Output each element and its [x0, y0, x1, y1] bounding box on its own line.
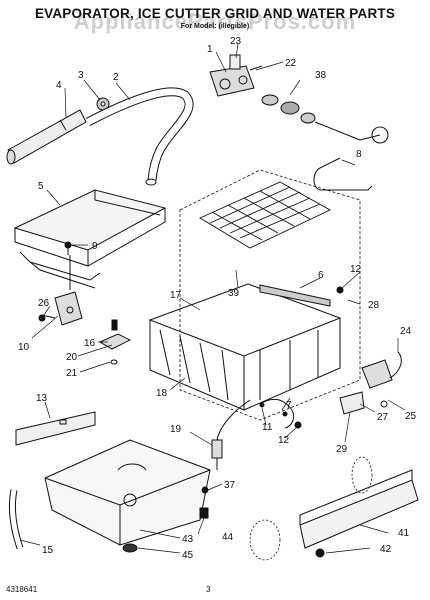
callout-28: 28	[368, 300, 380, 311]
callout-42: 42	[380, 544, 392, 555]
callout-39: 39	[228, 288, 240, 299]
callout-45: 45	[182, 550, 194, 561]
part-13-plate	[15, 411, 96, 446]
callout-4: 4	[56, 80, 62, 91]
callout-24: 24	[400, 326, 412, 337]
diagram-title: EVAPORATOR, ICE CUTTER GRID AND WATER PA…	[34, 6, 396, 21]
callout-12b: 12	[278, 435, 290, 446]
part-43-bin	[44, 439, 211, 546]
hinge-dashed	[249, 456, 373, 561]
callout-13: 13	[36, 393, 48, 404]
part-5-evaporator	[13, 189, 167, 290]
callout-18: 18	[156, 388, 168, 399]
callout-15: 15	[42, 545, 54, 556]
callout-27: 27	[377, 412, 389, 423]
part-12-screw	[294, 286, 344, 429]
part-10-bracket	[38, 291, 83, 326]
callout-29: 29	[336, 444, 348, 455]
part-41-panel	[299, 469, 419, 549]
callout-3: 3	[78, 70, 84, 81]
callout-19: 19	[170, 424, 182, 435]
callout-26: 26	[38, 298, 50, 309]
leader-lines	[19, 43, 406, 554]
callout-43: 43	[182, 534, 194, 545]
callout-12a: 12	[350, 264, 362, 275]
callout-38: 38	[315, 70, 327, 81]
diagram-subtitle: For Model: (illegible)	[180, 23, 250, 30]
part-4-heater-tube	[6, 109, 87, 165]
part-16-clip	[98, 319, 132, 365]
part-37-fastener	[122, 486, 209, 553]
part-8-tube	[313, 157, 373, 191]
callout-21: 21	[66, 368, 78, 379]
callout-2: 2	[113, 72, 119, 83]
callout-17: 17	[170, 290, 182, 301]
callout-16: 16	[84, 338, 96, 349]
callout-9: 9	[92, 241, 98, 252]
callout-37: 37	[224, 480, 236, 491]
callout-5: 5	[38, 181, 44, 192]
part-9-screw	[64, 241, 72, 255]
part-7-harness	[259, 399, 295, 429]
part-38-fitting	[261, 94, 389, 144]
callout-1: 1	[207, 44, 213, 55]
callout-6: 6	[318, 270, 324, 281]
part-17-cutter-frame	[148, 283, 342, 411]
part-42-screw	[315, 548, 325, 558]
callout-11: 11	[262, 422, 273, 433]
callout-10: 10	[18, 342, 30, 353]
document-number: 4318641	[6, 585, 38, 594]
part-24-switch	[339, 351, 402, 415]
part-1-water-valve	[209, 54, 263, 97]
dashed-frame	[179, 169, 361, 421]
callout-20: 20	[66, 352, 78, 363]
callout-41: 41	[398, 528, 410, 539]
callout-labels: 1 2 3 4 5 6 7 8 9 10 11 12 12 13 15 16 1…	[18, 36, 417, 561]
part-6-bar	[259, 284, 331, 307]
part-2-hose	[85, 87, 194, 186]
callout-22: 22	[285, 58, 297, 69]
part-19-fuse	[211, 399, 251, 470]
callout-25: 25	[405, 411, 417, 422]
part-39-cutter-grid	[199, 181, 331, 249]
page-number: 3	[206, 585, 211, 594]
callout-23: 23	[230, 36, 242, 47]
callout-7: 7	[286, 400, 292, 411]
callout-8: 8	[356, 149, 362, 160]
part-15-drain-tube	[8, 489, 24, 550]
callout-44: 44	[222, 532, 234, 543]
